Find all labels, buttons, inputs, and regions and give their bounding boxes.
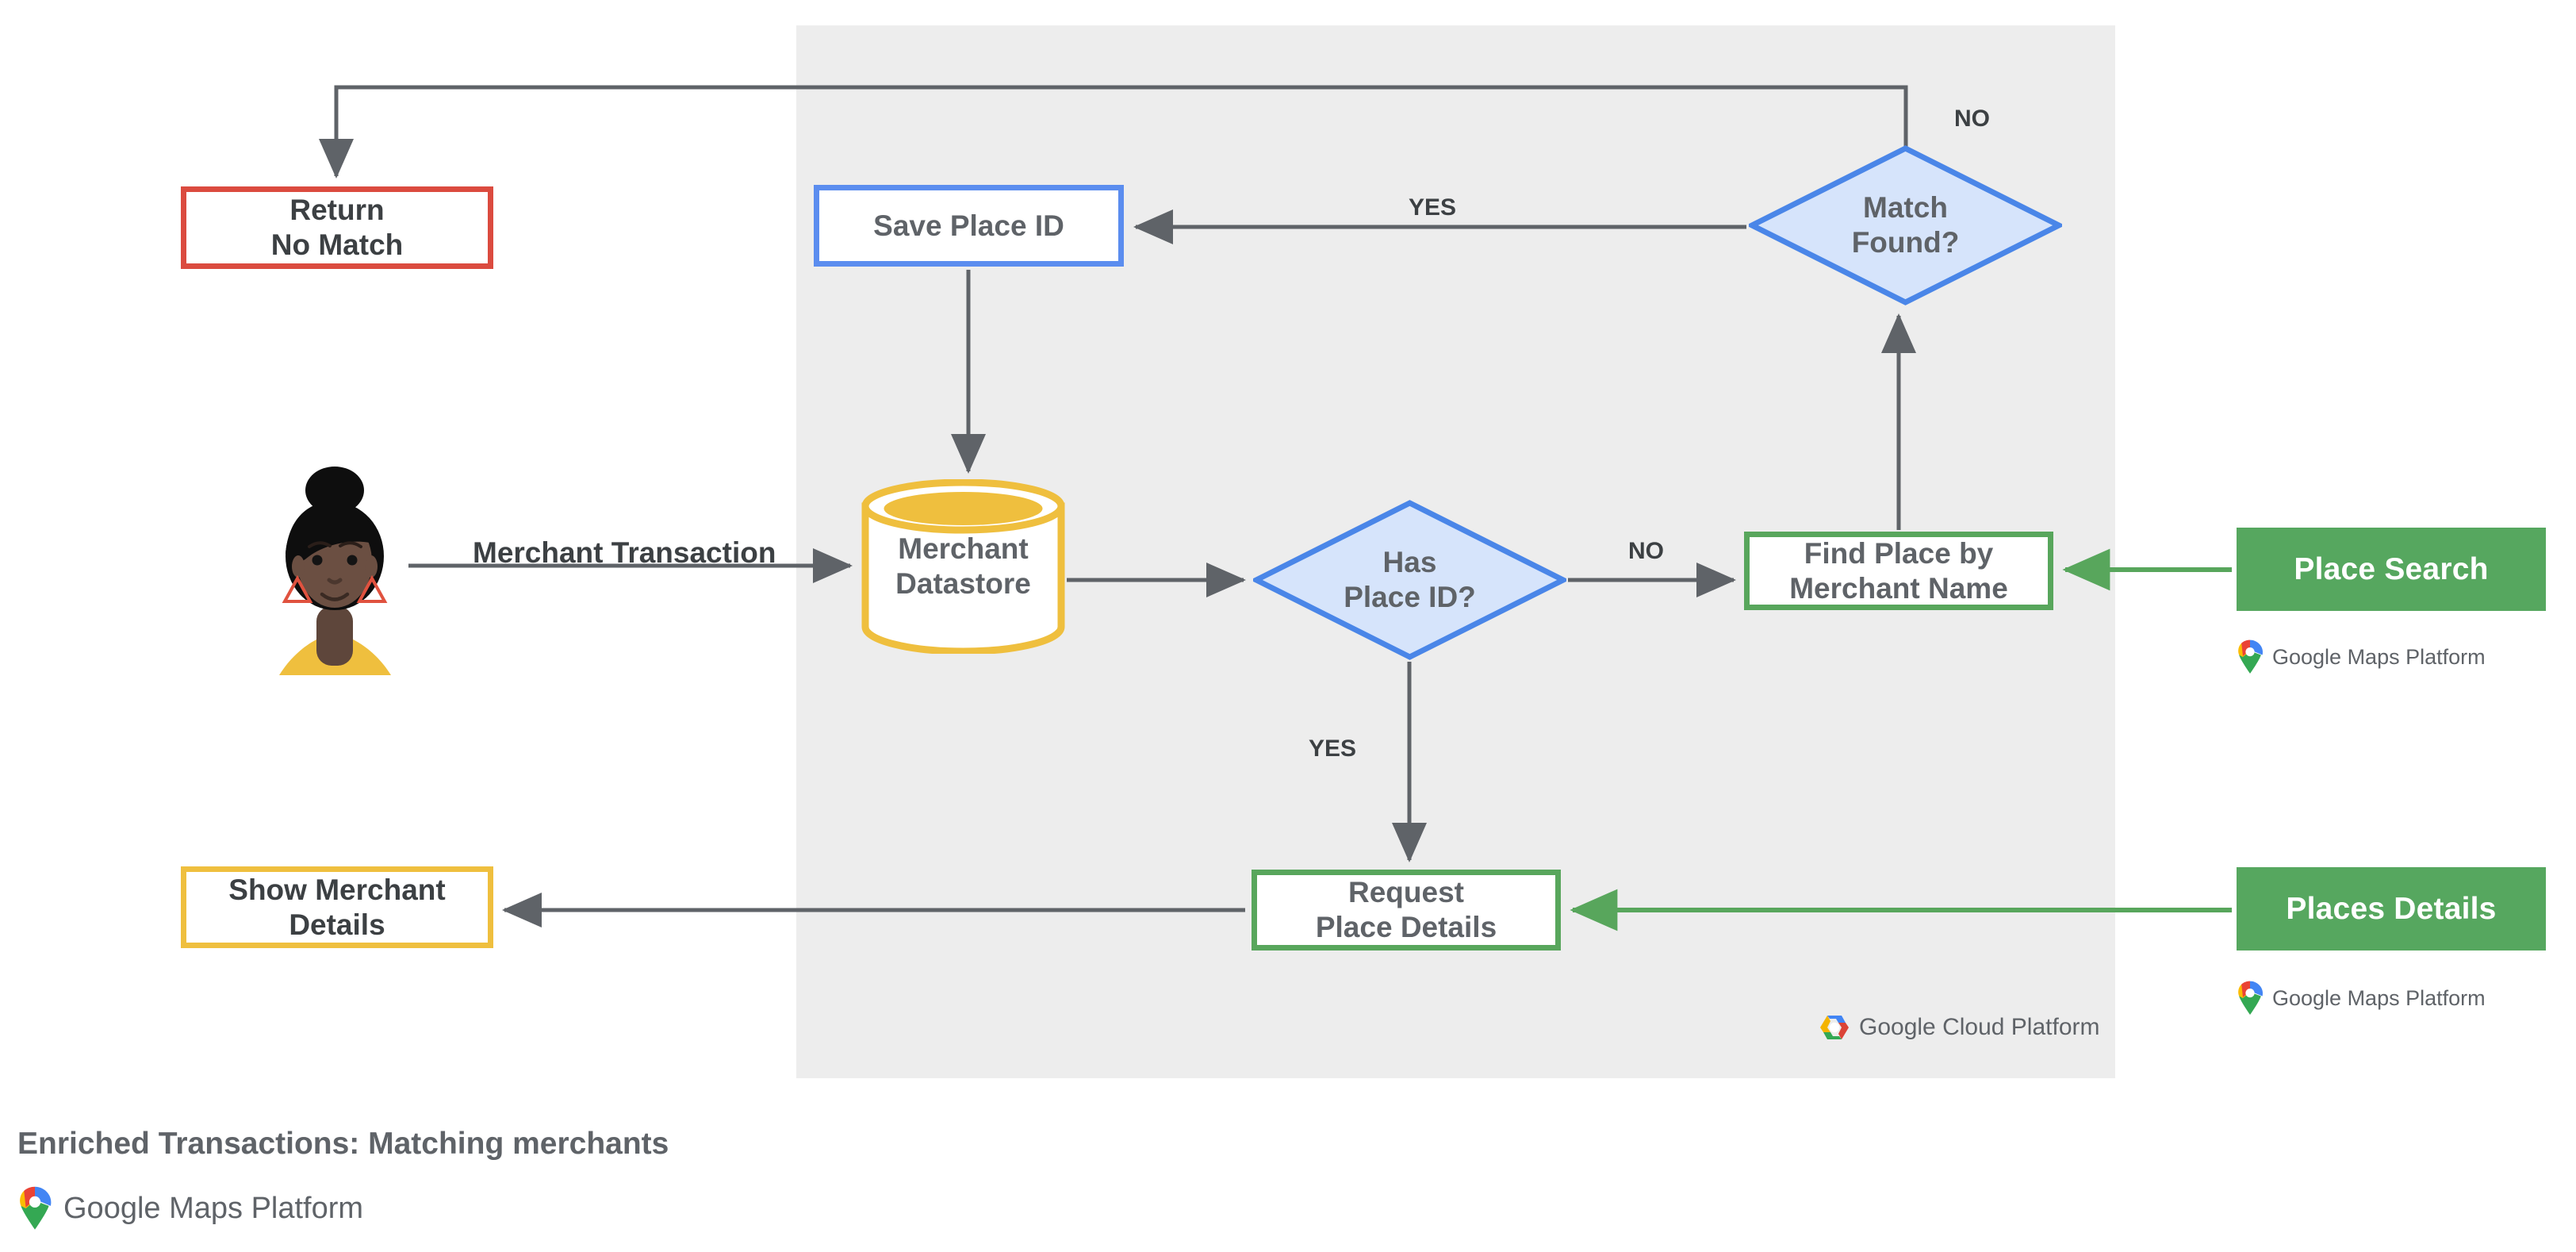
credit-place-search: Google Maps Platform — [2237, 639, 2486, 674]
footer-credit: Google Maps Platform — [17, 1186, 363, 1231]
footer-credit-text: Google Maps Platform — [63, 1191, 364, 1225]
node-save-place-id[interactable]: Save Place ID — [814, 185, 1124, 267]
credit-places-details-text: Google Maps Platform — [2272, 985, 2486, 1010]
node-has-place-id-decision[interactable]: Has Place ID? — [1250, 500, 1570, 660]
node-find-place-label: Find Place by Merchant Name — [1789, 536, 2008, 605]
node-return-no-match-label: Return No Match — [270, 194, 404, 261]
node-merchant-datastore[interactable]: Merchant Datastore — [861, 478, 1065, 655]
google-cloud-hexagon-icon — [1820, 1016, 1849, 1039]
cylinder-shape — [861, 478, 1065, 655]
diagram-title: Enriched Transactions: Matching merchant… — [17, 1127, 669, 1161]
google-maps-pin-icon — [2238, 981, 2263, 1015]
node-show-merchant-details[interactable]: Show Merchant Details — [181, 866, 493, 948]
api-chip-place-search[interactable]: Place Search — [2237, 528, 2546, 611]
node-request-place-details[interactable]: Request Place Details — [1252, 870, 1561, 951]
node-save-place-id-label: Save Place ID — [873, 209, 1064, 242]
node-find-place-by-merchant-name[interactable]: Find Place by Merchant Name — [1744, 532, 2053, 610]
node-match-found-decision[interactable]: Match Found? — [1746, 145, 2065, 305]
user-avatar — [262, 465, 408, 683]
diamond-shape — [1746, 145, 2065, 305]
edge-label-merchant-transaction: Merchant Transaction — [473, 536, 776, 569]
diamond-shape — [1250, 500, 1570, 660]
google-maps-pin-icon — [2238, 639, 2263, 674]
api-chip-place-search-label: Place Search — [2294, 551, 2489, 586]
api-chip-places-details[interactable]: Places Details — [2237, 867, 2546, 951]
node-show-merchant-details-label: Show Merchant Details — [228, 873, 446, 941]
avatar-illustration — [279, 467, 391, 675]
edge-label-match-no: NO — [1954, 106, 1990, 132]
node-request-place-details-label: Request Place Details — [1315, 876, 1497, 943]
google-cloud-platform-badge-text: Google Cloud Platform — [1859, 1014, 2100, 1040]
credit-places-details: Google Maps Platform — [2237, 981, 2486, 1016]
edge-label-hasid-yes: YES — [1309, 735, 1357, 762]
edge-label-hasid-no: NO — [1628, 538, 1664, 564]
google-cloud-platform-badge: Google Cloud Platform — [1819, 1014, 2100, 1041]
node-return-no-match[interactable]: Return No Match — [181, 186, 493, 269]
google-maps-pin-icon — [20, 1186, 52, 1230]
credit-place-search-text: Google Maps Platform — [2272, 644, 2486, 669]
edge-label-match-yes: YES — [1409, 194, 1457, 221]
api-chip-places-details-label: Places Details — [2286, 891, 2497, 926]
